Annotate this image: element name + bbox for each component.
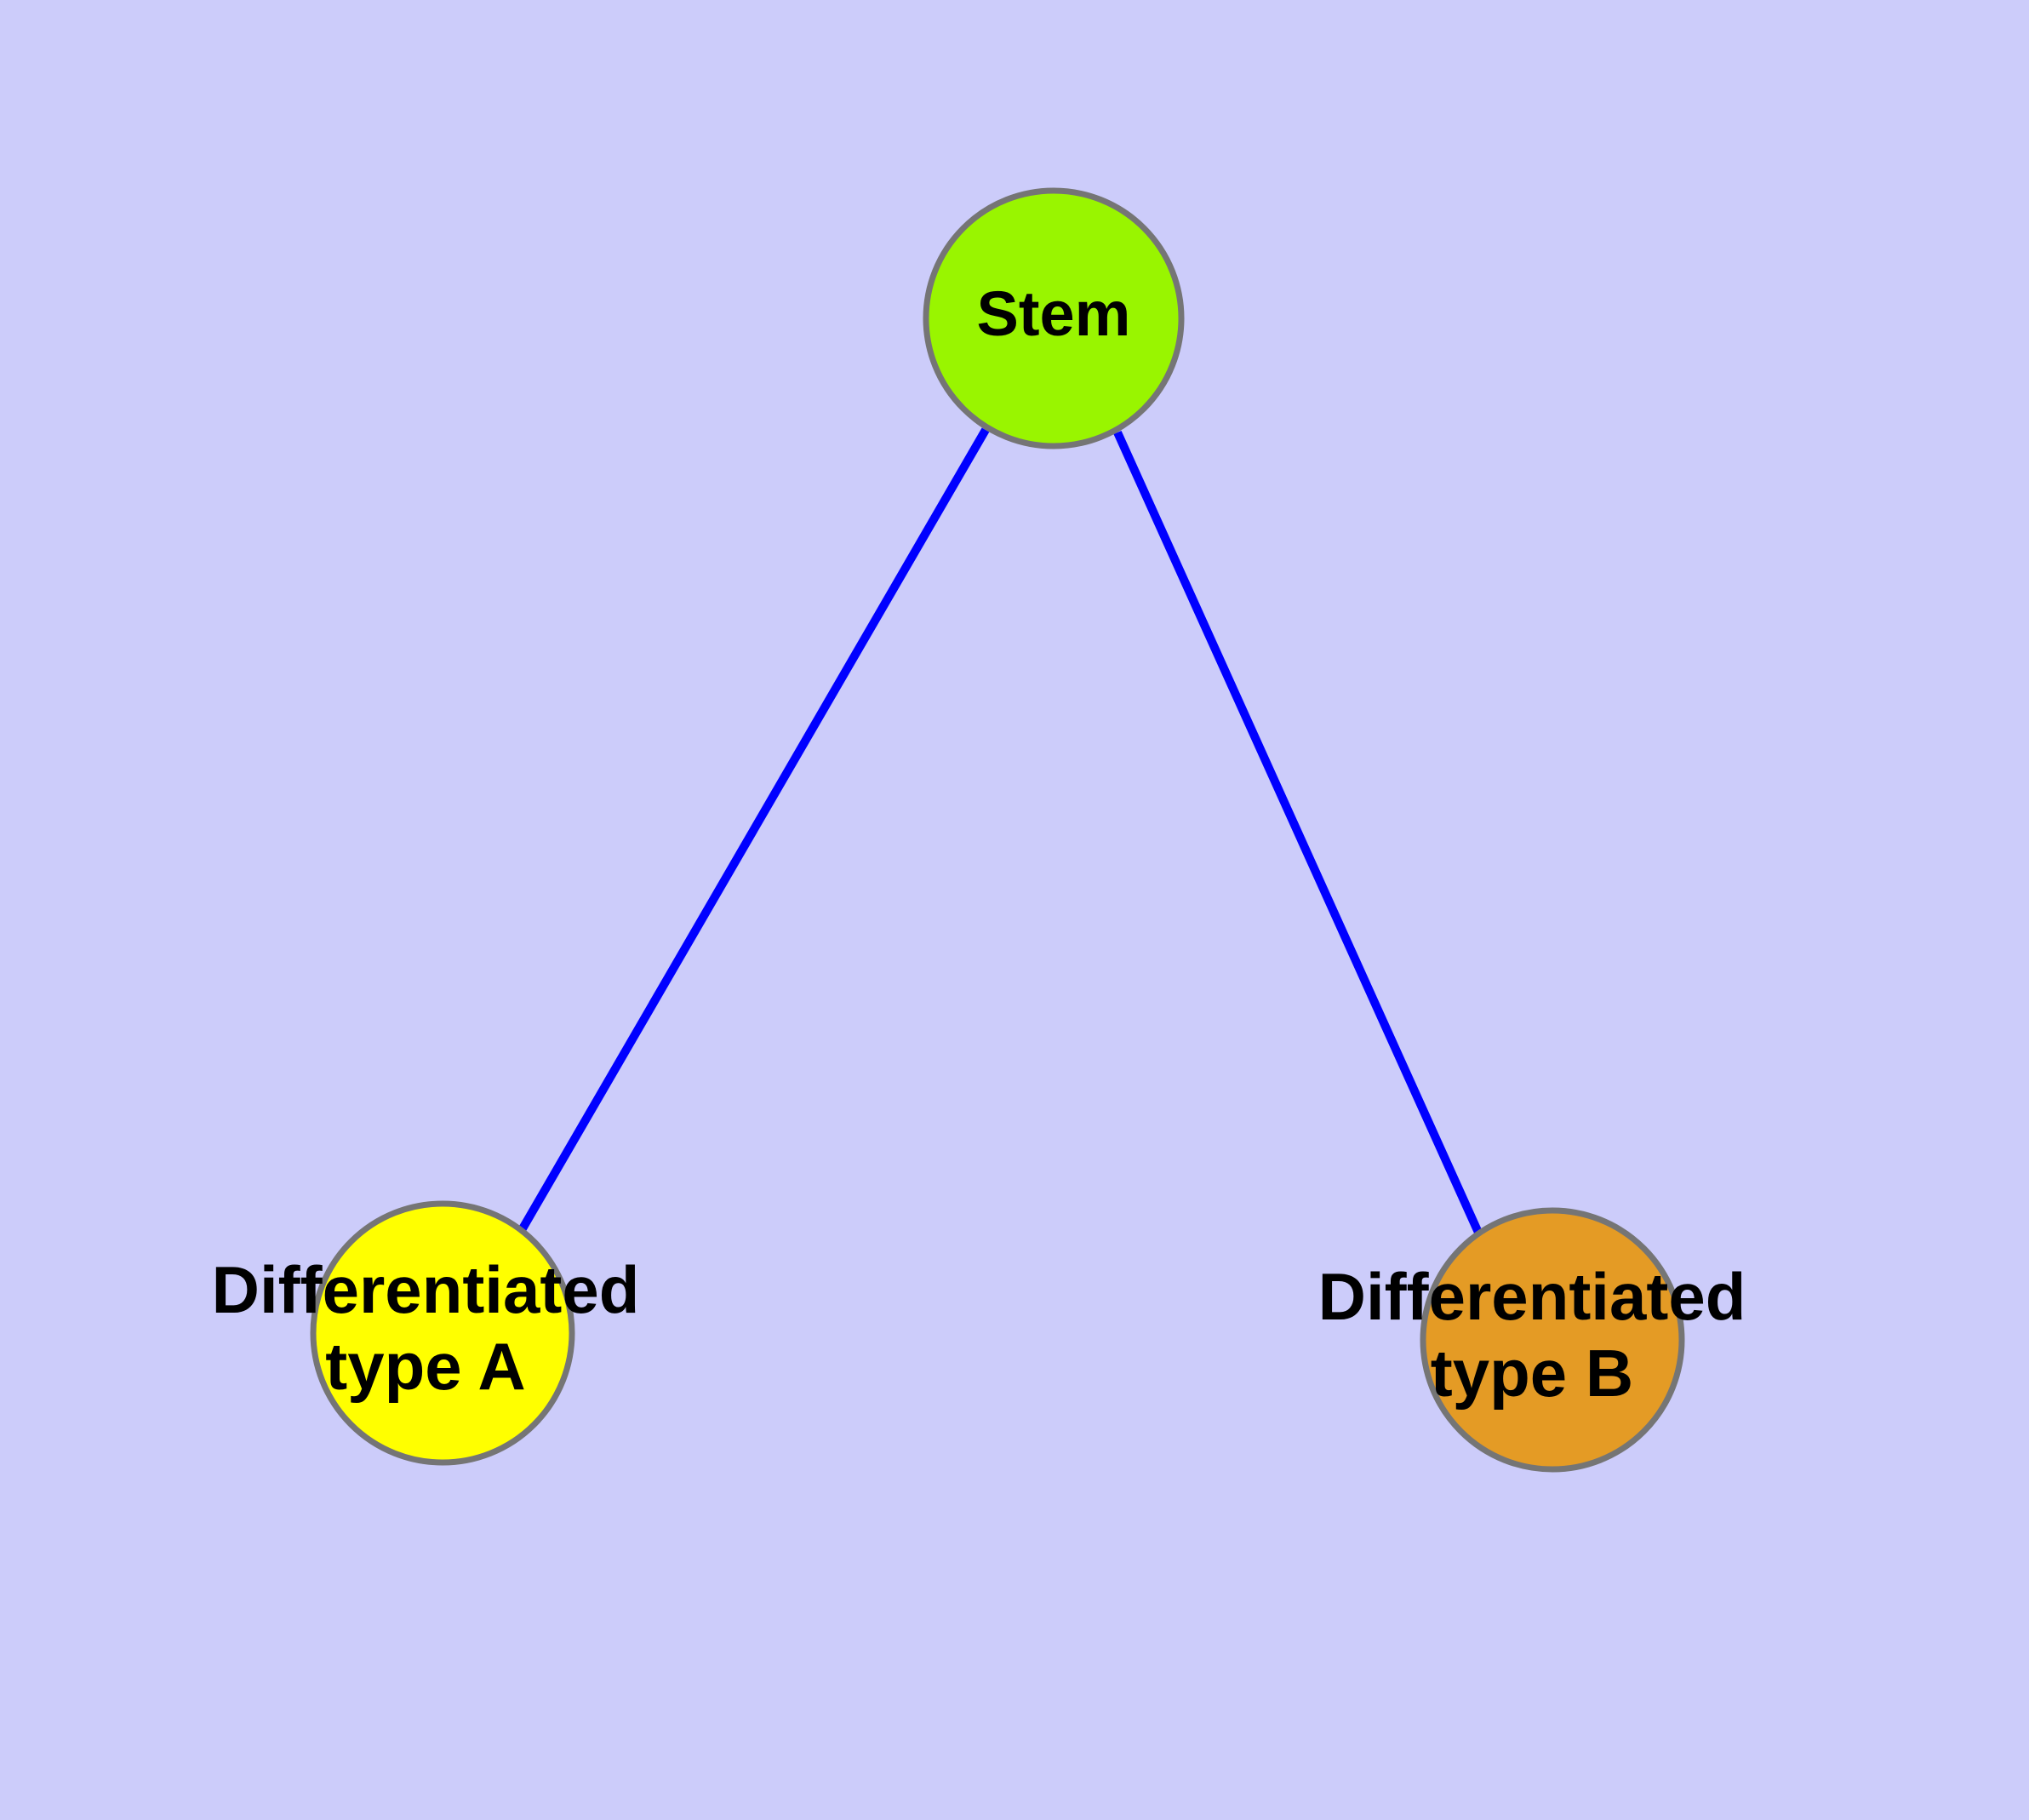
label-line: type A (325, 1328, 526, 1403)
label-line: type B (1431, 1335, 1633, 1410)
edge-stem-to-differentiated-type-b[interactable] (1113, 430, 1483, 1237)
node-layer (310, 187, 1685, 1473)
node-differentiated-type-b-circle[interactable] (1420, 1207, 1685, 1473)
node-differentiated-type-a-circle[interactable] (310, 1200, 575, 1466)
label-line: Differentiated (1318, 1259, 1746, 1334)
edge-layer (517, 427, 1483, 1237)
label-line: Stem (977, 278, 1131, 349)
node-stem-circle[interactable] (923, 187, 1185, 449)
label-line: Differentiated (212, 1252, 640, 1327)
edge-stem-to-differentiated-type-a[interactable] (517, 427, 990, 1233)
node-stem-label: Stem (977, 278, 1131, 349)
